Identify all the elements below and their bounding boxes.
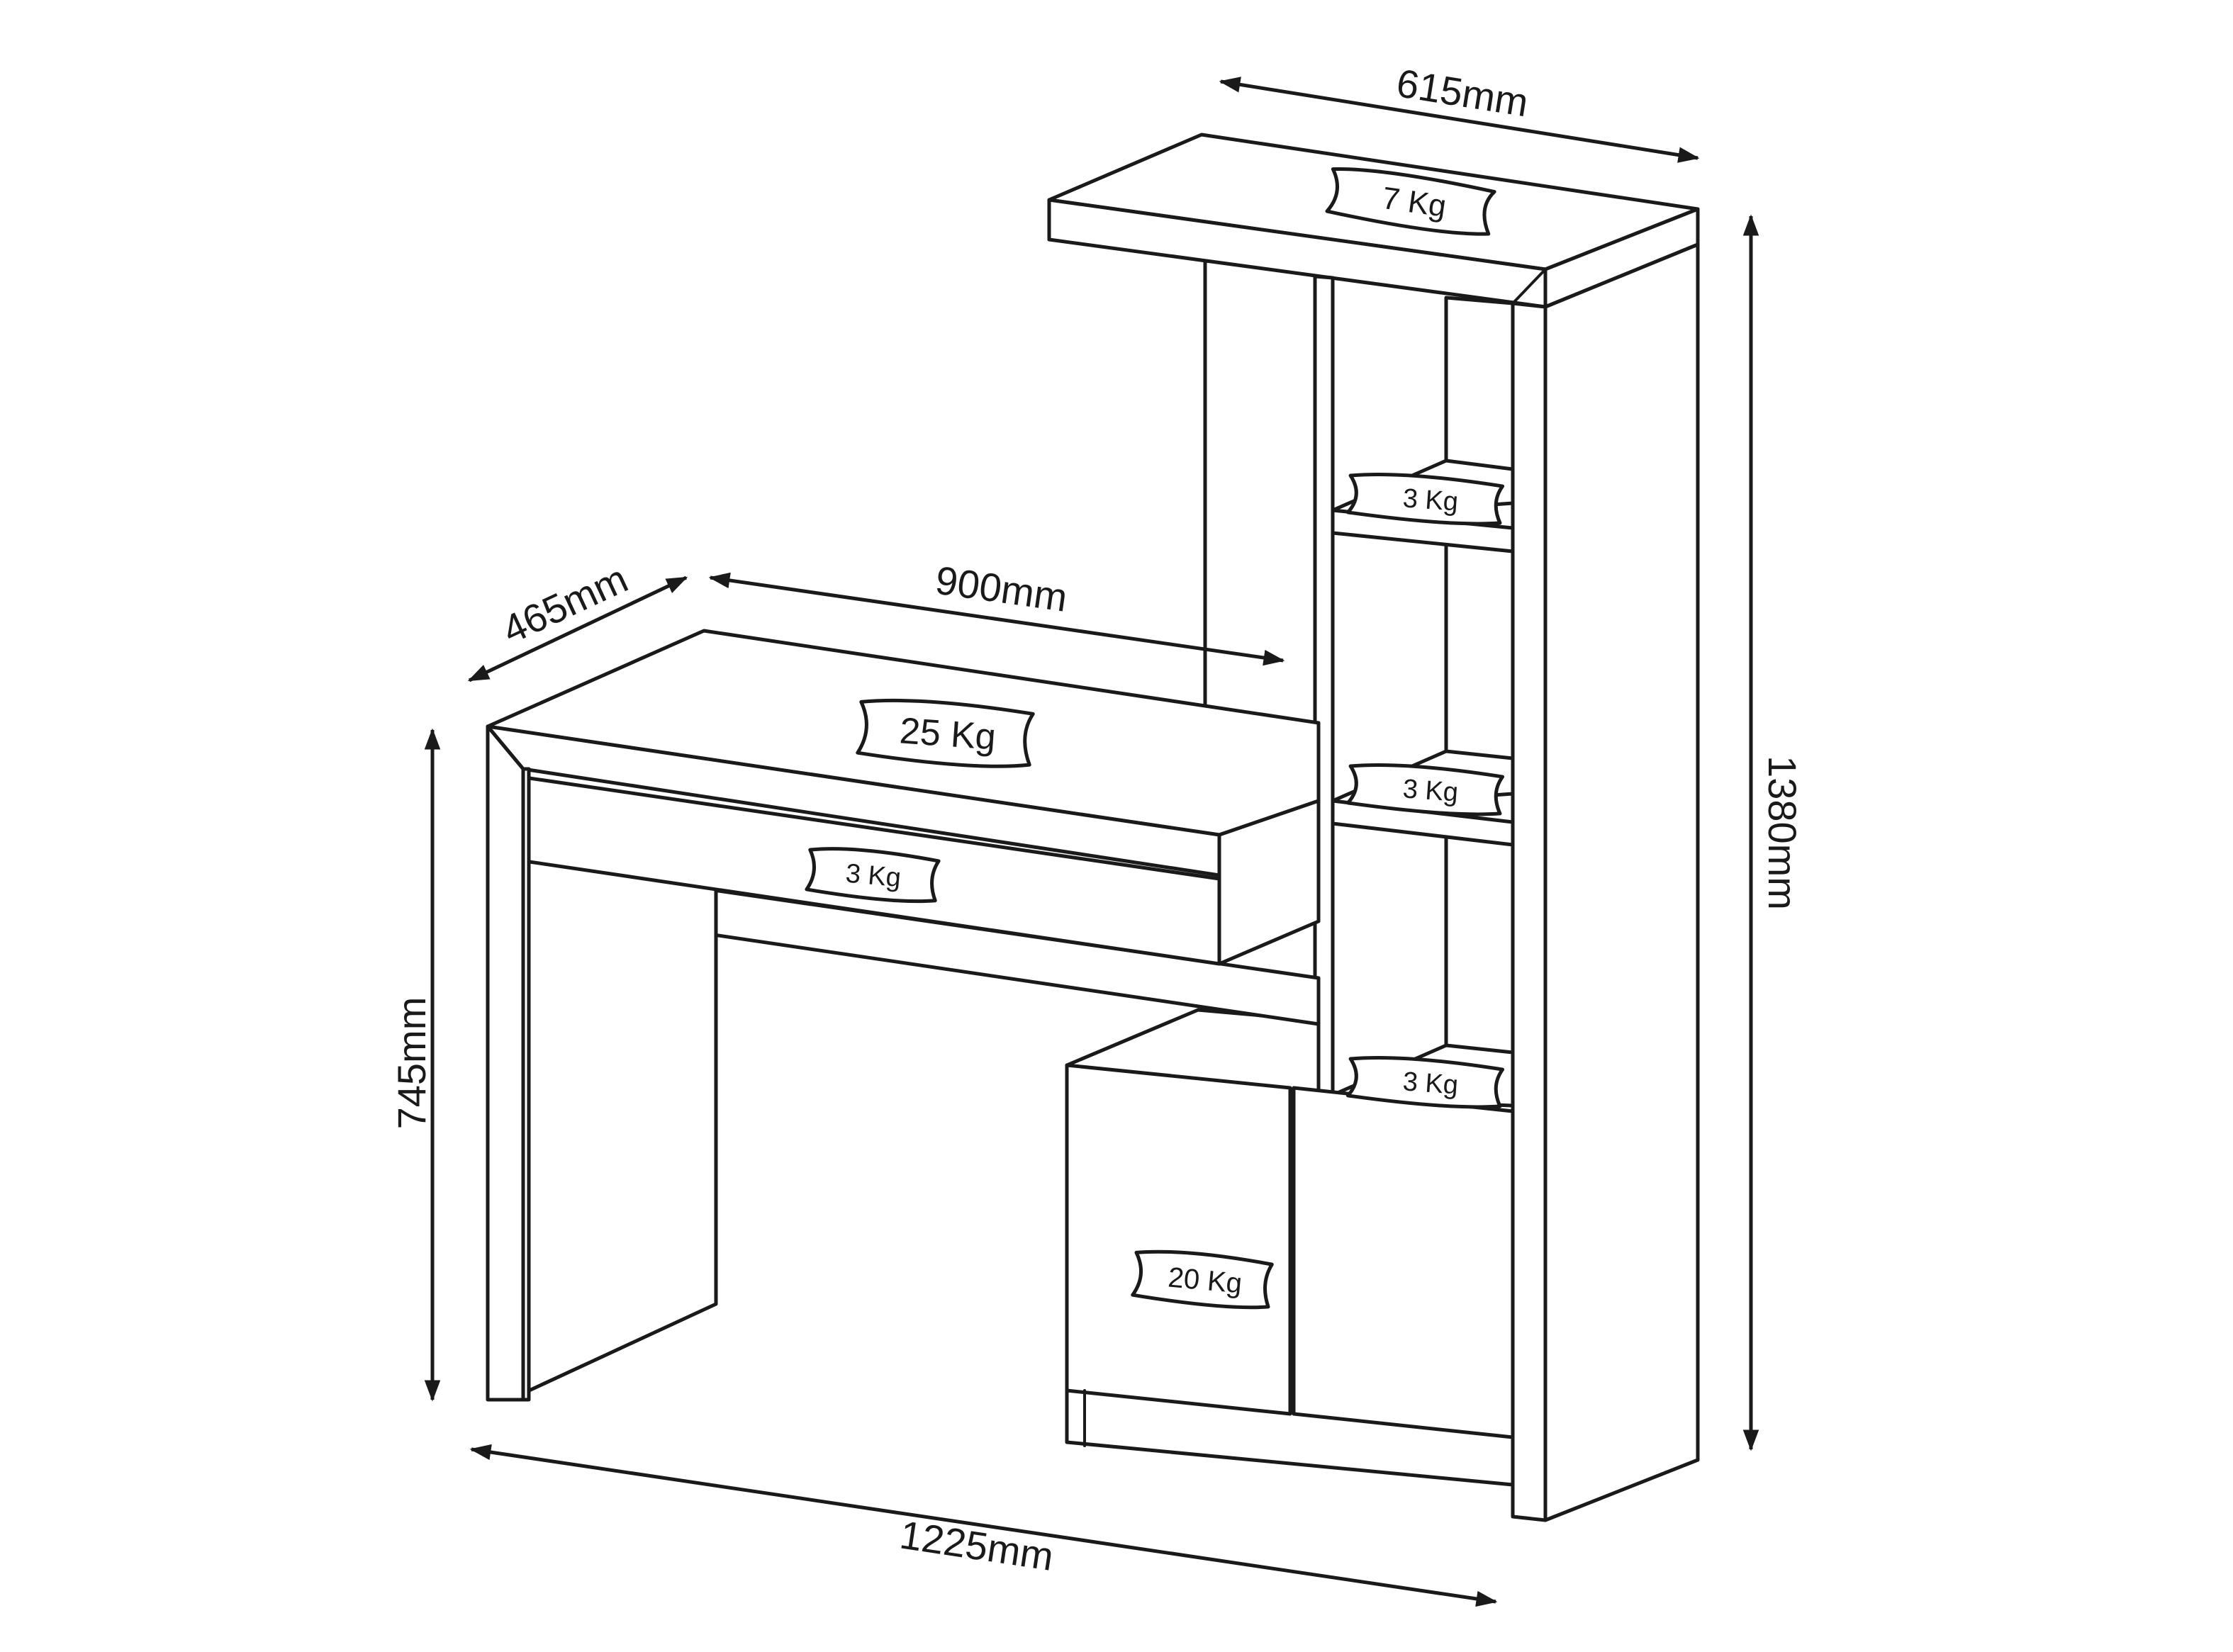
weight-label-shelf-lower: 3 Kg (1401, 1067, 1459, 1100)
tower-front-edge (1511, 301, 1548, 1522)
weight-label-cabinet: 20 Kg (1167, 1262, 1243, 1300)
dim-total-height: 1380mm (1760, 755, 1805, 910)
weight-label-desk: 25 Kg (898, 710, 997, 758)
weight-icon (1345, 763, 1505, 816)
weight-icon (1345, 472, 1505, 526)
weight-tag-shelf-lower: 3 Kg (1345, 1055, 1505, 1109)
weight-label-shelf-middle: 3 Kg (1401, 774, 1459, 807)
weight-tag-top: 7 Kg (1325, 167, 1496, 236)
weight-tag-desk: 25 Kg (856, 698, 1035, 768)
dim-line-desk-depth (467, 575, 688, 682)
dim-top-depth: 615mm (1394, 60, 1531, 125)
cabinet-door-right (1292, 1086, 1515, 1439)
weight-tag-drawer: 3 Kg (805, 847, 941, 904)
dim-desk-width: 900mm (933, 558, 1070, 620)
weight-icon (805, 847, 941, 904)
weight-tags: 7 Kg 3 Kg 25 Kg 3 Kg 3 Kg 3 Kg 20 Kg (805, 167, 1505, 1310)
dim-desk-depth: 465mm (496, 556, 634, 652)
weight-tag-cabinet: 20 Kg (1131, 1249, 1274, 1310)
weight-icon (856, 698, 1035, 768)
furniture-drawing (486, 133, 1700, 1522)
weight-icon (1325, 167, 1496, 236)
weight-tag-shelf-middle: 3 Kg (1345, 763, 1505, 816)
shelf-column-upright (1313, 274, 1335, 1101)
dim-line-desk-width (708, 572, 1285, 666)
cabinet-door-left (1065, 1063, 1292, 1416)
drawer-side (1217, 799, 1321, 966)
tower-bevel (1511, 268, 1547, 305)
desk-left-leg-side (521, 767, 531, 1402)
tower-right-side-panel (1543, 242, 1700, 1522)
weight-icon (1345, 1055, 1505, 1109)
weight-label-drawer: 3 Kg (844, 859, 902, 894)
desk-left-leg-front (486, 724, 525, 1402)
weight-tag-shelf-upper: 3 Kg (1345, 472, 1505, 526)
dim-desk-height: 745mm (389, 997, 434, 1130)
dimension-lines (424, 77, 1759, 1607)
weight-icon (1131, 1249, 1274, 1310)
dim-total-width: 1225mm (897, 1512, 1056, 1579)
desk-left-leg-inner (522, 806, 718, 1395)
weight-label-shelf-upper: 3 Kg (1401, 483, 1459, 517)
dim-line-total-width (469, 1444, 1498, 1607)
dim-line-top-depth (1219, 77, 1700, 163)
